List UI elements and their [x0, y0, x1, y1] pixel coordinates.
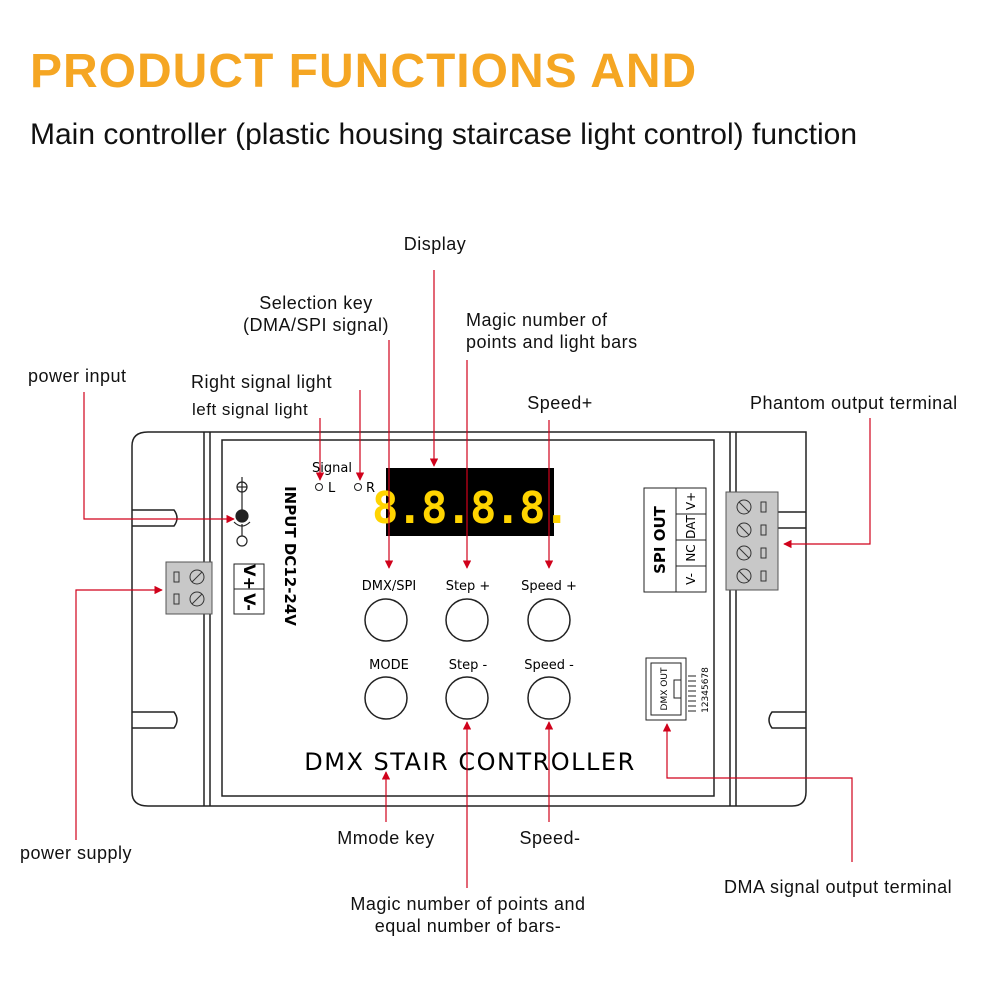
callout-power-input: power input — [28, 366, 127, 386]
callout-magic-equal-line1: Magic number of points and — [350, 894, 586, 914]
dmx-out-port[interactable]: DMX OUT 12345678 — [645, 657, 711, 721]
vplus-label: V+ — [240, 564, 259, 590]
signal-right-led-icon — [354, 483, 362, 491]
callout-arrows — [75, 270, 871, 888]
speed-minus-button-label: Speed - — [524, 658, 574, 673]
callout-magic-points: Magic number of points and light bars — [466, 309, 638, 353]
callout-selection-key-line1: Selection key — [259, 293, 373, 313]
button-group: DMX/SPI Step + Speed + MODE Step - Speed… — [362, 579, 577, 720]
vminus-label: V- — [240, 593, 259, 611]
arrow-phantom-output — [783, 418, 871, 549]
callout-left-signal-light: left signal light — [192, 400, 309, 419]
input-voltage-label: INPUT DC12-24V — [281, 486, 299, 626]
callout-speed-minus: Speed- — [519, 828, 581, 848]
dmx-spi-button[interactable] — [364, 598, 408, 642]
arrow-dma-output — [662, 723, 853, 862]
speed-plus-button-label: Speed + — [521, 579, 577, 594]
step-plus-button-label: Step + — [446, 579, 491, 594]
speed-minus-button[interactable] — [527, 676, 571, 720]
spi-pin-vminus: V- — [684, 573, 698, 585]
signal-left-led-icon — [315, 483, 323, 491]
callout-dma-output: DMA signal output terminal — [724, 877, 953, 897]
callout-phantom-output: Phantom output terminal — [750, 393, 958, 413]
page-subtitle: Main controller (plastic housing stairca… — [30, 118, 858, 151]
signal-label: Signal — [312, 461, 352, 476]
spi-pin-vplus: V+ — [684, 492, 698, 510]
callout-speed-plus: Speed+ — [527, 393, 593, 413]
controller-name: DMX STAIR CONTROLLER — [304, 748, 636, 776]
spi-terminal-block[interactable] — [725, 491, 779, 591]
callout-selection-key-line2: (DMA/SPI signal) — [242, 315, 390, 335]
spi-pin-dat: DAT — [684, 515, 698, 539]
callout-right-signal-light: Right signal light — [191, 372, 333, 392]
power-input-jack-icon — [233, 477, 251, 547]
dmx-pin-numbers: 12345678 — [701, 667, 711, 713]
mode-button[interactable] — [364, 676, 408, 720]
speed-plus-button[interactable] — [527, 598, 571, 642]
spi-pin-nc: NC — [684, 544, 698, 561]
callout-display: Display — [403, 234, 467, 254]
spi-out-label: SPI OUT — [651, 505, 669, 574]
display-digits: 8.8.8.8. — [372, 483, 568, 534]
step-plus-button[interactable] — [445, 598, 489, 642]
seven-segment-display: 8.8.8.8. — [372, 468, 570, 536]
dmx-out-label: DMX OUT — [660, 667, 670, 710]
callout-power-supply: power supply — [20, 843, 133, 863]
spi-out-block: SPI OUT V+ DAT NC V- — [643, 487, 707, 593]
step-minus-button-label: Step - — [449, 658, 488, 673]
callout-magic-points-line2: points and light bars — [466, 332, 638, 352]
step-minus-button[interactable] — [445, 676, 489, 720]
mode-button-label: MODE — [369, 658, 409, 673]
arrow-power-input — [83, 392, 235, 524]
callout-magic-equal-line2: equal number of bars- — [374, 916, 562, 936]
dmx-spi-button-label: DMX/SPI — [362, 579, 416, 594]
page-title: PRODUCT FUNCTIONS AND — [30, 45, 698, 98]
callout-mmode-key: Mmode key — [337, 828, 435, 848]
voltage-label-box: V+ V- — [233, 563, 265, 615]
callout-selection-key: Selection key (DMA/SPI signal) — [243, 292, 389, 336]
arrow-power-supply — [75, 585, 163, 840]
callout-magic-equal: Magic number of points and equal number … — [350, 893, 585, 937]
power-terminal-block[interactable] — [165, 561, 213, 615]
signal-right-label: R — [366, 481, 375, 496]
callout-magic-points-line1: Magic number of — [466, 310, 608, 330]
signal-left-label: L — [328, 481, 336, 496]
